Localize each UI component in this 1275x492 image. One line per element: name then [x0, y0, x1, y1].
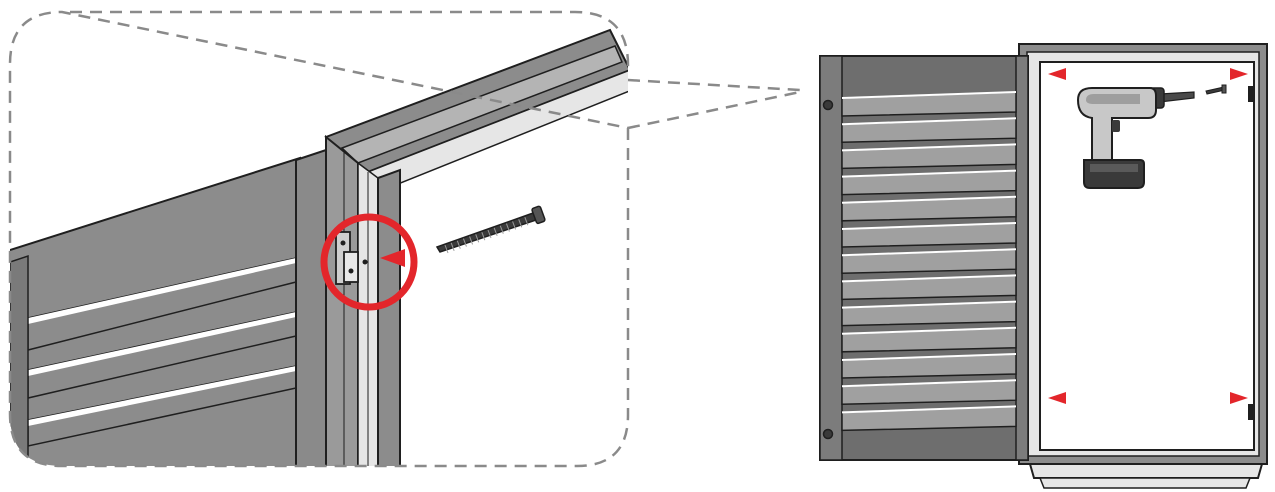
overview-view: [819, 43, 1268, 489]
frame-opening: [1039, 61, 1255, 451]
detail-panel-jamb: [295, 148, 327, 466]
screw-thread: [481, 231, 486, 241]
screw-thread: [499, 225, 504, 234]
arrow-right-icon: [1230, 392, 1248, 404]
screw-thread: [493, 227, 498, 237]
shutter-stile-left: [819, 55, 843, 461]
detail-louver-highlight: [28, 366, 296, 426]
detail-louvers: [27, 257, 297, 447]
arrow-left-icon: [1048, 392, 1066, 404]
louver-highlight: [841, 222, 1017, 230]
shutter-stile-right: [1015, 55, 1029, 461]
screw-thread: [462, 238, 467, 247]
arrow-left-icon: [380, 249, 405, 267]
hinge-pin-bottom: [822, 428, 834, 440]
cordless-drill-icon: [1076, 87, 1195, 189]
detail-view: [8, 10, 801, 468]
louver-highlight: [841, 405, 1017, 414]
louver-highlight: [841, 91, 1017, 99]
frame-sill: [1028, 463, 1264, 479]
arrow-right-icon: [1230, 68, 1248, 80]
screw-thread: [475, 234, 480, 243]
louver-highlight: [841, 274, 1017, 283]
louver-highlight: [841, 300, 1017, 309]
leader-line-bottom: [627, 90, 801, 130]
screw-icon: [1205, 84, 1227, 95]
screw-thread: [524, 216, 529, 226]
screw-thread: [505, 223, 510, 232]
screw-thread: [456, 240, 461, 249]
louver-highlight: [841, 195, 1017, 204]
detail-contents: [10, 28, 628, 466]
detail-louver-highlight: [28, 312, 296, 376]
screw-thread: [487, 229, 492, 239]
screw-thread: [518, 219, 523, 228]
hinge-icon: [335, 231, 368, 285]
louver-highlight: [841, 169, 1017, 178]
louver-highlight: [841, 143, 1017, 152]
detail-frame-side-inner: [377, 168, 401, 466]
arrow-left-icon: [1048, 68, 1066, 80]
louver-highlight: [841, 379, 1017, 388]
louver-highlight: [841, 248, 1017, 257]
hinge-pin-top: [822, 99, 834, 111]
shutter-louvers: [841, 91, 1017, 432]
detail-dashed-border: [8, 10, 630, 468]
screw-thread: [444, 244, 449, 254]
screw-thread: [512, 221, 517, 230]
leader-line-top: [627, 78, 801, 92]
screw-thread: [450, 242, 455, 252]
frame-sill-base: [1038, 477, 1252, 489]
detail-louver-highlight: [28, 258, 296, 324]
screw-thread: [469, 236, 474, 245]
screw-icon: [435, 205, 546, 254]
louver-highlight: [841, 326, 1017, 335]
highlight-circle-icon: [320, 213, 418, 311]
detail-panel-stile: [10, 254, 29, 466]
frame-hinge-top: [1248, 86, 1254, 102]
louver-highlight: [841, 353, 1017, 361]
louver-highlight: [841, 117, 1017, 126]
frame-hinge-bottom: [1248, 404, 1254, 420]
